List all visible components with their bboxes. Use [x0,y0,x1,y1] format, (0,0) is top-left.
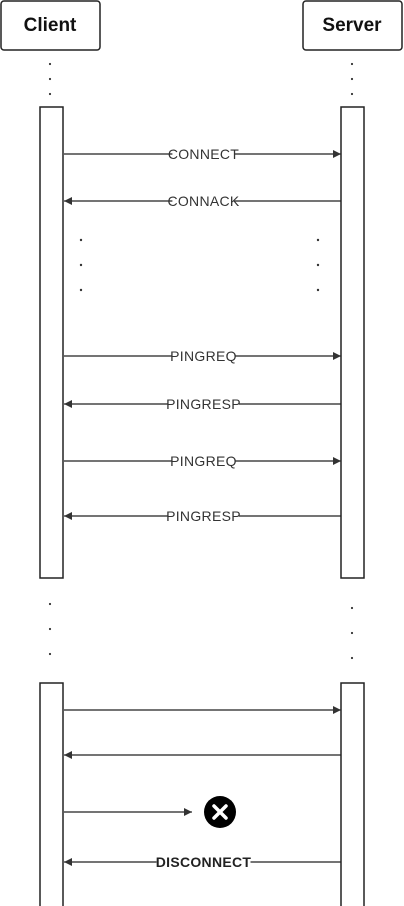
ellipsis-mid-server [316,238,320,292]
ellipsis-top-server [350,62,354,96]
message-label: PINGRESP [166,396,241,412]
message-3: PINGREQ [64,348,341,364]
message-label: PINGREQ [170,348,237,364]
ellipsis-gap-server [350,606,354,660]
message-5: PINGREQ [64,453,341,469]
server-label: Server [322,15,382,36]
message-label: CONNACK [167,193,239,209]
messages-group: CONNECT CONNACK PINGREQ PINGRESP PINGREQ PING… [64,146,341,870]
label-background [156,854,251,870]
message-2: CONNACK [64,193,341,209]
label-background [172,453,235,469]
server-activation-1 [340,106,365,579]
client-label: Client [24,15,77,36]
label-background [168,396,239,412]
ellipsis-top-client [48,62,52,96]
server-activation-2 [340,682,365,906]
message-label: PINGRESP [166,508,241,524]
message-9 [64,796,236,828]
label-background [172,348,235,364]
client-activation-1 [39,106,64,579]
label-background [172,193,235,209]
ellipsis-gap-client [48,602,52,656]
message-label: PINGREQ [170,453,237,469]
client-activation-2 [39,682,64,906]
label-background [168,508,239,524]
message-6: PINGRESP [64,508,341,524]
client-header: Client [0,0,101,51]
message-label: DISCONNECT [156,854,252,870]
message-10: DISCONNECT [64,854,341,870]
label-background [172,146,235,162]
message-1: CONNECT [64,146,341,162]
server-header: Server [302,0,403,51]
x-circle-icon [204,796,236,828]
message-4: PINGRESP [64,396,341,412]
ellipsis-mid-client [79,238,83,292]
message-label: CONNECT [168,146,239,162]
